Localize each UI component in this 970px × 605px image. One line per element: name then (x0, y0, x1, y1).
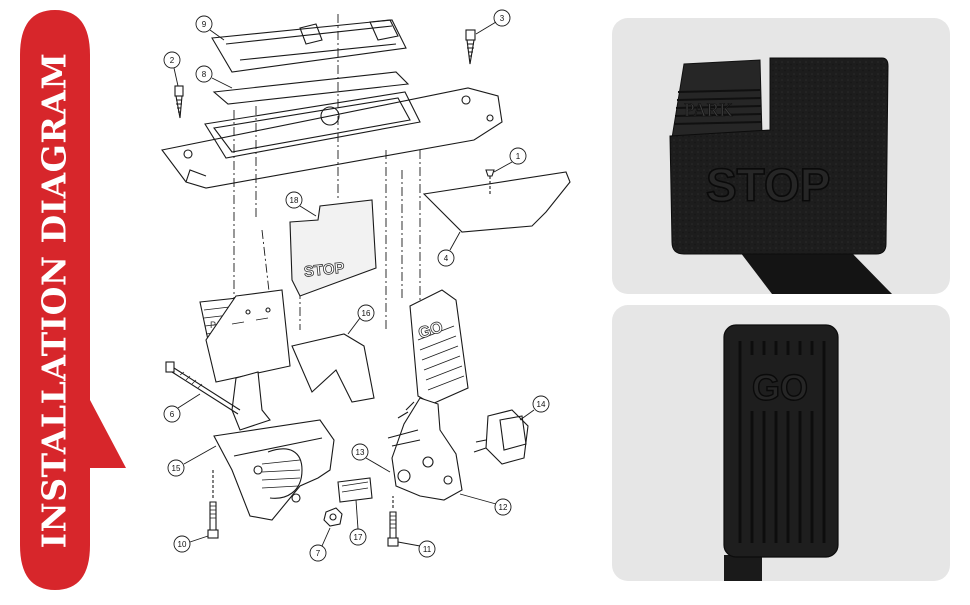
go-label: GO (752, 367, 808, 408)
callout-18: 18 (290, 196, 299, 205)
callout-12: 12 (499, 503, 508, 512)
part-14-switch (473, 409, 529, 465)
base-tray (161, 87, 503, 189)
part-18-stop-plate: STOP (289, 199, 377, 297)
callout-10: 10 (178, 540, 187, 549)
go-accelerator-pedal: GO (409, 289, 469, 405)
callout-13: 13 (356, 448, 365, 457)
stop-label: STOP (706, 159, 830, 211)
callout-6: 6 (170, 410, 175, 419)
part-7-nut (323, 507, 343, 527)
brake-arm-assembly (213, 371, 335, 521)
callout-1: 1 (516, 152, 521, 161)
callout-14: 14 (537, 400, 546, 409)
part-8-gasket (212, 71, 410, 105)
part-10-bolt (207, 470, 219, 539)
callouts (163, 9, 550, 562)
callout-15: 15 (172, 464, 181, 473)
banner-shape (20, 10, 126, 590)
callout-4: 4 (444, 254, 449, 263)
installation-banner: INSTALLATION DIAGRAM (0, 0, 130, 600)
part-2-screw (174, 85, 184, 119)
svg-text:STOP: STOP (303, 260, 345, 281)
banner-title: INSTALLATION DIAGRAM (34, 52, 74, 548)
park-label: PARK (684, 100, 733, 121)
callout-8: 8 (202, 70, 207, 79)
part-9-top-plate (211, 19, 407, 73)
part-4-flap (422, 171, 571, 233)
callout-16: 16 (362, 309, 371, 318)
callout-17: 17 (354, 533, 363, 542)
go-pedal-photo: GO (612, 305, 950, 581)
callout-2: 2 (170, 56, 175, 65)
callout-9: 9 (202, 20, 207, 29)
stop-pedal-photo: PARK STOP (612, 18, 950, 294)
callout-11: 11 (423, 545, 432, 554)
exploded-parts-diagram: STOP PARK (130, 0, 600, 605)
callout-7: 7 (316, 549, 321, 558)
part-3-screw (465, 29, 476, 65)
part-11-bolt (387, 496, 399, 547)
part-17-pad (337, 477, 373, 503)
callout-3: 3 (500, 14, 505, 23)
part-6-bolt (165, 361, 241, 415)
part-16-cover (291, 333, 375, 403)
alignment-lines (233, 14, 421, 330)
accelerator-mechanism (387, 397, 463, 501)
part-1-screw (485, 169, 495, 196)
